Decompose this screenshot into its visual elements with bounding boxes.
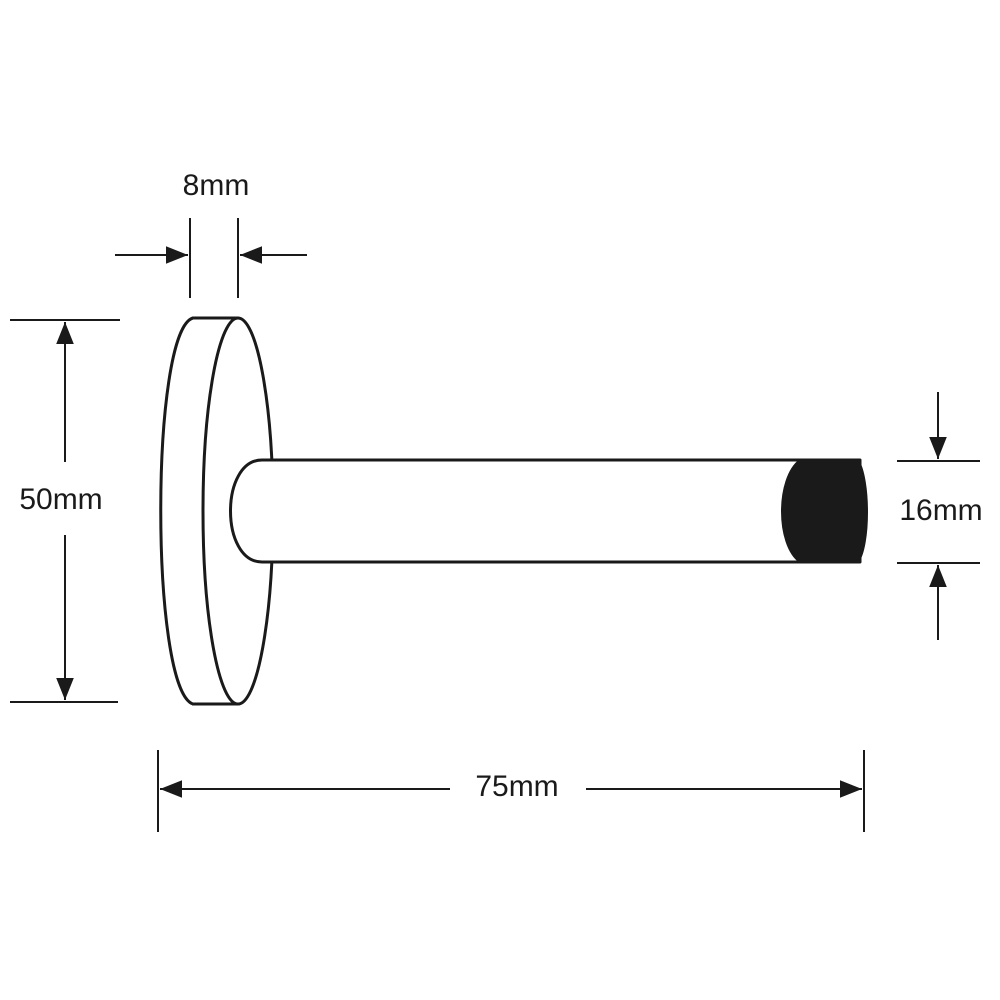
rubber-tip [781,459,868,563]
stop-shaft [229,458,862,564]
overall-length-label: 75mm [475,770,559,803]
base-thickness-label: 8mm [182,169,250,202]
rose-back-face [159,316,195,706]
tip-diameter-label: 16mm [899,494,983,527]
base-diameter-label: 50mm [19,483,103,516]
